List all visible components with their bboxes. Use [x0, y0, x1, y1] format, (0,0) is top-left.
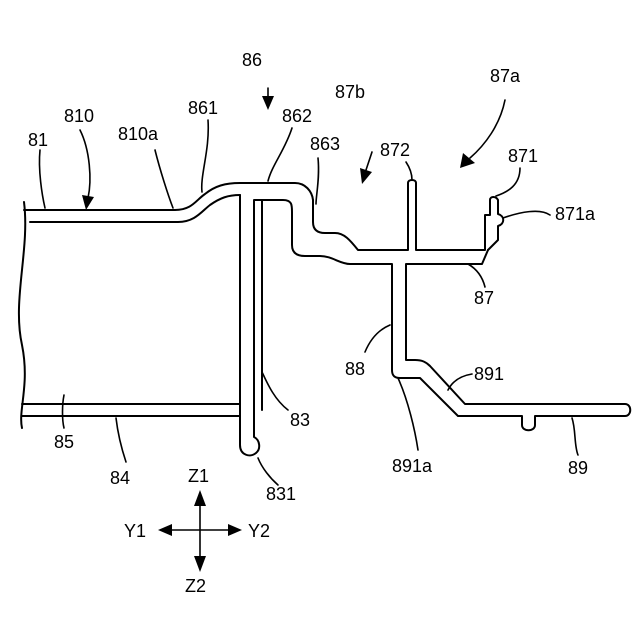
- top-panel-lower-edge: [30, 195, 240, 222]
- arrow-810-line: [80, 130, 90, 198]
- leader-863: [316, 158, 319, 204]
- leader-83: [262, 372, 288, 410]
- leader-85: [63, 395, 65, 428]
- leader-831: [258, 458, 278, 485]
- label-871: 871: [508, 146, 538, 166]
- leader-891: [448, 374, 472, 390]
- leader-84: [116, 418, 126, 462]
- leader-871: [496, 168, 520, 196]
- label-810a: 810a: [118, 124, 159, 144]
- label-81: 81: [28, 130, 48, 150]
- label-86: 86: [242, 50, 262, 70]
- label-891a: 891a: [392, 456, 433, 476]
- label-891: 891: [474, 364, 504, 384]
- bottom-panel-84: [22, 404, 240, 416]
- leader-891a: [398, 378, 418, 450]
- flange-87-lower-edge: [305, 250, 630, 430]
- leader-81: [39, 150, 45, 208]
- label-871a: 871a: [555, 204, 596, 224]
- label-87b: 87b: [335, 82, 365, 102]
- label-84: 84: [110, 468, 130, 488]
- arrow-86-head: [262, 96, 274, 110]
- label-89: 89: [568, 458, 588, 478]
- wall-83-inner-top: [262, 200, 305, 256]
- axis-y2-label: Y2: [248, 521, 270, 541]
- leader-861: [202, 120, 209, 192]
- axis-z2-arrowhead: [194, 556, 206, 572]
- arrow-87b-line: [366, 152, 372, 170]
- label-831: 831: [266, 484, 296, 504]
- arrow-87a-line: [470, 100, 505, 158]
- label-810: 810: [64, 106, 94, 126]
- label-863: 863: [310, 134, 340, 154]
- shoulder-863: [313, 180, 503, 250]
- leader-810a: [155, 150, 173, 208]
- axis-y1-label: Y1: [124, 521, 146, 541]
- leader-89: [572, 418, 578, 455]
- label-87: 87: [474, 288, 494, 308]
- label-861: 861: [188, 98, 218, 118]
- arrow-87b-head: [360, 168, 372, 184]
- leader-871a: [503, 211, 550, 218]
- label-872: 872: [380, 140, 410, 160]
- label-85: 85: [54, 432, 74, 452]
- break-line: [19, 202, 25, 428]
- axis-y2-arrowhead: [228, 524, 242, 536]
- label-862: 862: [282, 106, 312, 126]
- label-87a: 87a: [490, 66, 521, 86]
- axis-z2-label: Z2: [185, 576, 206, 596]
- label-83: 83: [290, 410, 310, 430]
- axis-z1-label: Z1: [188, 466, 209, 486]
- leader-88: [365, 325, 390, 352]
- leader-862: [268, 128, 292, 181]
- label-88: 88: [345, 359, 365, 379]
- wall-83: [240, 195, 262, 455]
- axis-y1-arrowhead: [158, 524, 172, 536]
- leader-872: [406, 162, 412, 180]
- axis-z1-arrowhead: [194, 490, 206, 506]
- arrow-810-head: [82, 195, 94, 210]
- leader-87: [468, 264, 485, 287]
